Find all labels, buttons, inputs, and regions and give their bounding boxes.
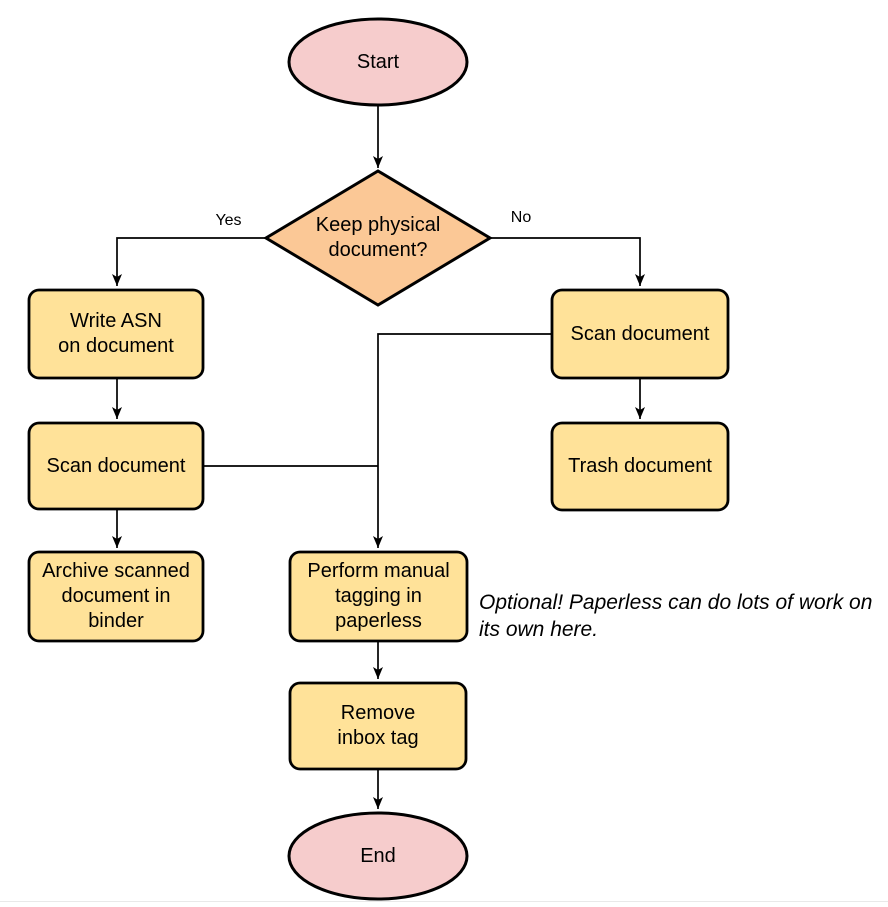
edge-label-no: No	[510, 209, 532, 226]
node-write-asn-shape	[27, 288, 205, 380]
node-end-shape	[287, 811, 469, 901]
node-archive-label: Archive scanned document in binder	[42, 560, 190, 632]
node-start-shape	[287, 17, 469, 107]
node-remove-inbox-shape	[288, 681, 468, 771]
node-tagging-label: Perform manual tagging in paperless	[307, 560, 450, 632]
node-trash-shape	[550, 421, 730, 512]
edge-decision-no-to-scan-right	[490, 237, 645, 286]
node-decision-shape	[263, 169, 493, 307]
node-scan-right-shape	[550, 288, 730, 380]
edge-scan-right-to-tagging	[373, 333, 552, 548]
bottom-divider	[0, 901, 888, 902]
node-scan-right-label: Scan document	[570, 322, 710, 345]
node-start-label: Start	[356, 50, 400, 73]
node-trash-label: Trash document	[568, 455, 712, 477]
edge-decision-yes-to-write-asn	[112, 237, 266, 286]
node-scan-left-label: Scan document	[46, 454, 186, 477]
node-write-asn-label: Write ASN on document	[58, 310, 174, 357]
node-decision-label: Keep physical document?	[315, 214, 441, 261]
node-scan-left-shape	[27, 421, 205, 511]
optional-note: Optional! Paperless can do lots of work …	[479, 591, 873, 641]
node-end-label: End	[360, 844, 396, 867]
node-tagging-shape	[288, 550, 469, 643]
node-archive-shape	[27, 550, 205, 643]
edge-label-yes: Yes	[215, 212, 242, 229]
node-remove-inbox-label: Remove inbox tag	[337, 702, 419, 749]
